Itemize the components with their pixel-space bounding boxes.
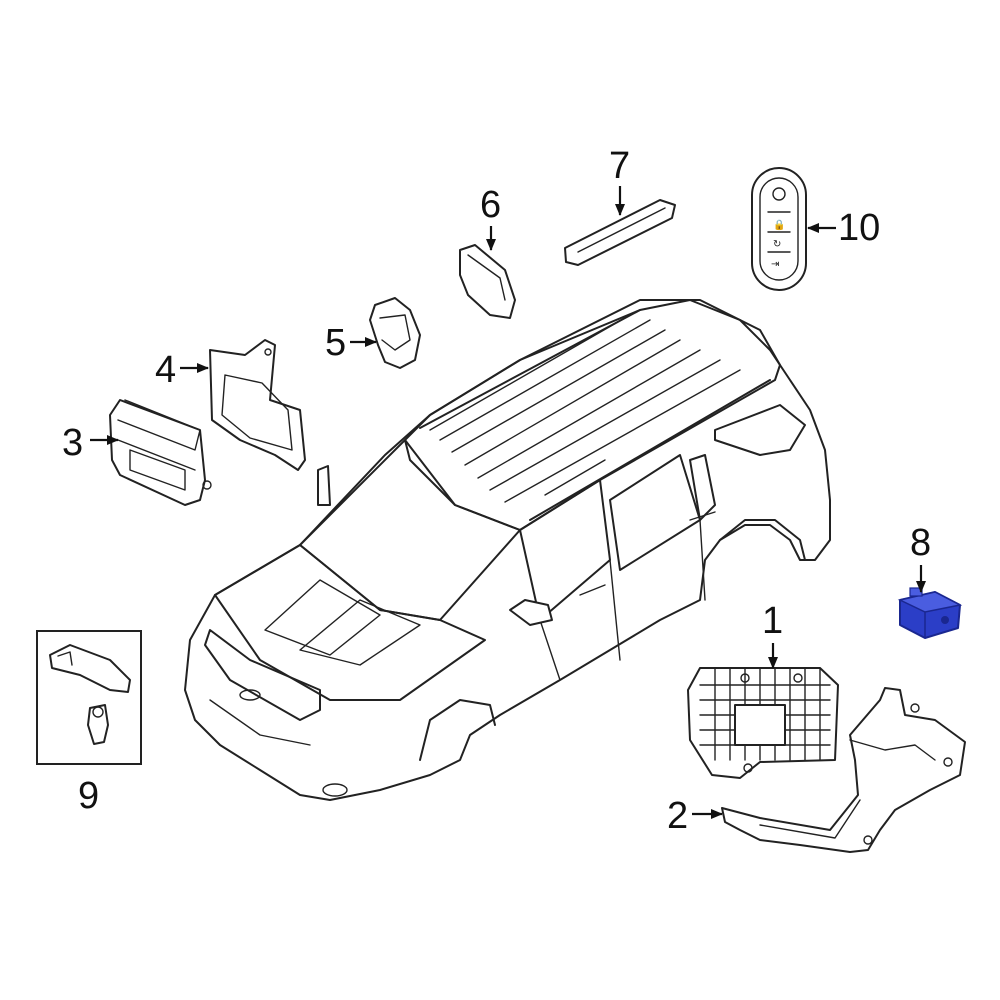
callout-label-1: 1 (762, 600, 783, 642)
callout-9[interactable]: 9 (78, 775, 99, 817)
part-4-bracket[interactable] (209, 339, 306, 471)
part-1-control-module[interactable] (687, 667, 839, 779)
callout-8[interactable]: 8 (910, 522, 931, 593)
callout-label-8: 8 (910, 522, 931, 564)
trunk-icon: ⇥ (771, 259, 779, 270)
part-7-antenna-bar[interactable] (564, 199, 676, 266)
callout-10[interactable]: 10 (807, 207, 880, 249)
callout-label-10: 10 (838, 207, 880, 249)
callout-label-7: 7 (609, 145, 630, 187)
part-9-frame (36, 630, 142, 765)
vehicle-suv (184, 299, 831, 801)
callout-label-4: 4 (155, 349, 176, 391)
callout-label-3: 3 (62, 422, 83, 464)
callout-label-9: 9 (78, 775, 99, 817)
callout-2[interactable]: 2 (667, 795, 723, 837)
part-5-sensor[interactable] (369, 297, 421, 369)
part-6-module[interactable] (459, 244, 516, 319)
part-10-key-fob[interactable]: 🔒 ↻ ⇥ (751, 167, 807, 291)
callout-4[interactable]: 4 (155, 349, 209, 391)
callout-label-6: 6 (480, 184, 501, 226)
callout-label-5: 5 (325, 322, 346, 364)
part-3-control-module[interactable] (109, 399, 212, 506)
callout-7[interactable]: 7 (609, 145, 630, 216)
part-8-module-highlighted[interactable] (897, 587, 963, 639)
callout-6[interactable]: 6 (480, 184, 501, 251)
part-2-bracket[interactable] (721, 687, 966, 853)
lock-icon: 🔒 (773, 219, 785, 231)
callout-5[interactable]: 5 (325, 322, 377, 364)
part-9-sensor-kit[interactable] (36, 630, 142, 765)
callout-1[interactable]: 1 (762, 600, 783, 669)
callout-3[interactable]: 3 (62, 422, 119, 464)
callout-label-2: 2 (667, 795, 688, 837)
refresh-icon: ↻ (773, 239, 781, 250)
